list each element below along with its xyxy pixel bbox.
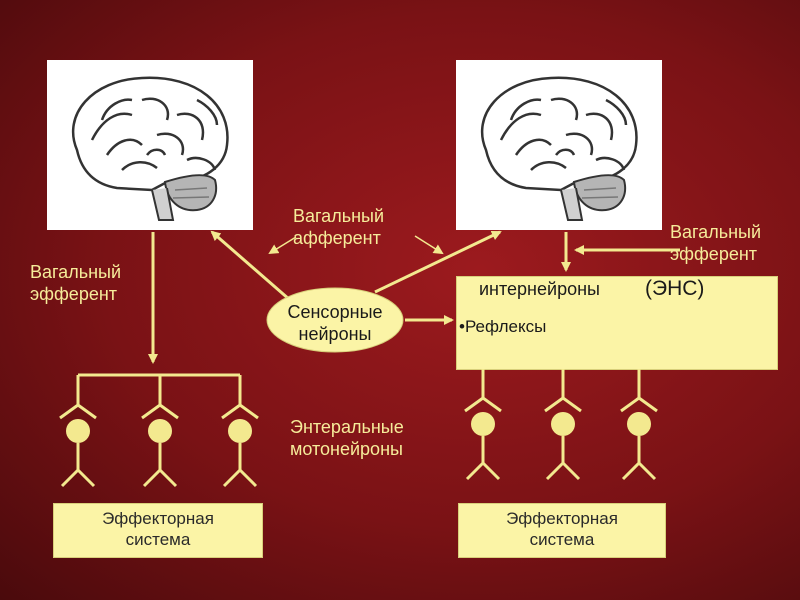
afferent-arrow-left — [210, 230, 291, 302]
afferent-arrow-right — [374, 230, 502, 294]
motoneuron-figure — [464, 369, 502, 481]
motoneuron-figure — [59, 375, 97, 488]
reflexes-label: •Рефлексы — [459, 317, 547, 336]
ens-box: интернейроны (ЭНС) •Рефлексы — [456, 276, 778, 370]
motoneuron-figure — [544, 369, 582, 481]
brain-image-left — [47, 60, 253, 230]
motoneuron-figure — [620, 369, 658, 481]
label-pointer-left — [268, 236, 297, 255]
motoneuron-figure — [221, 375, 259, 488]
motoneuron-group-right — [464, 369, 658, 481]
motoneuron-figure — [141, 375, 179, 488]
label-pointer-right — [414, 235, 444, 255]
vagal-efferent-right-label: Вагальный эфферент — [670, 222, 762, 264]
sensory-neurons-label: Сенсорные нейроны — [287, 302, 383, 344]
effector-system-right: Эффекторная система — [458, 503, 666, 558]
enteric-motoneurons-label: Энтеральные мотонейроны — [290, 417, 404, 459]
ens-label: (ЭНС) — [645, 277, 705, 300]
interneurons-label: интернейроны — [479, 279, 600, 299]
brain-image-right — [456, 60, 662, 230]
vagal-efferent-left-label: Вагальный эфферент — [30, 262, 122, 304]
effector-system-left: Эффекторная система — [53, 503, 263, 558]
brain-icon — [71, 76, 229, 221]
vagal-afferent-label: Вагальный афферент — [293, 206, 385, 248]
motoneuron-group-left — [59, 373, 259, 488]
sensory-neurons-oval — [266, 287, 404, 353]
brain-icon — [480, 76, 638, 221]
